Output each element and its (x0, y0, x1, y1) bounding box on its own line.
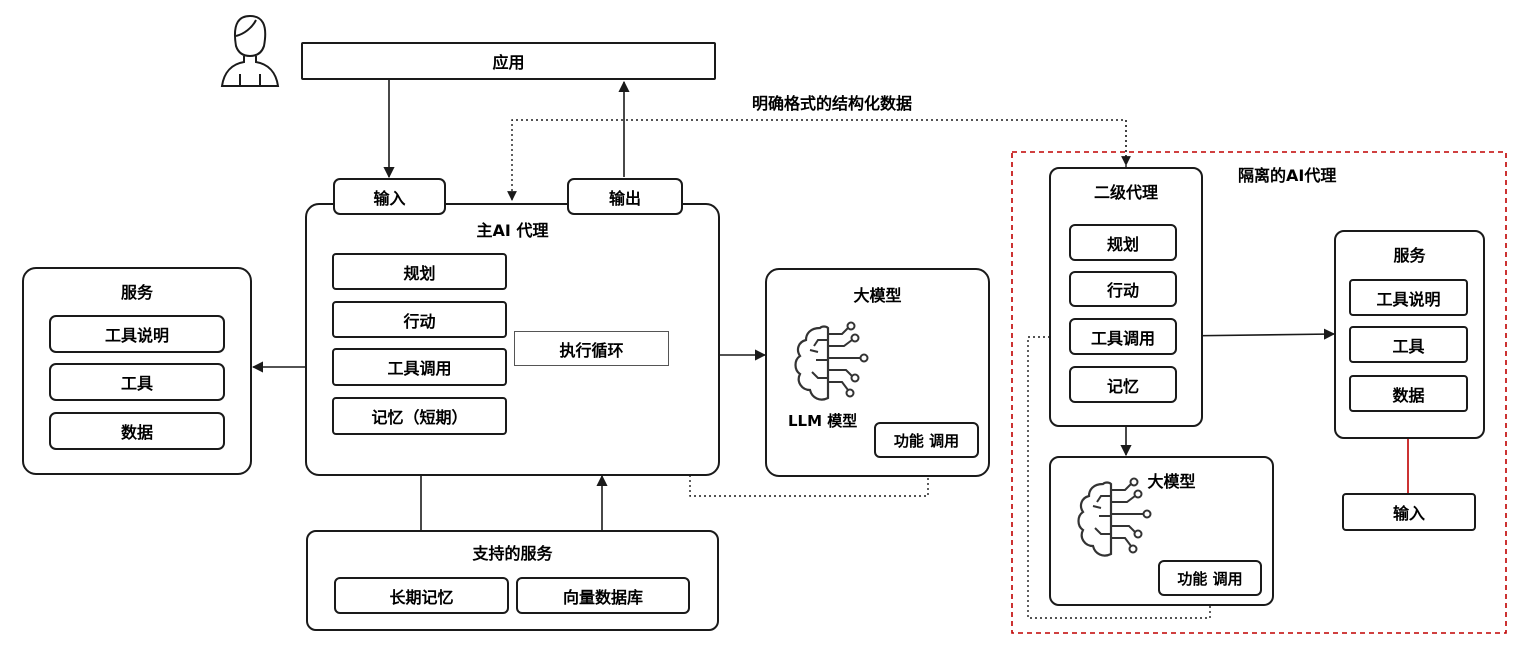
iso-function-call-box: 功能 调用 (1158, 560, 1262, 596)
services-left-tools: 工具 (49, 363, 225, 401)
sub-agent-title: 二级代理 (1093, 183, 1158, 202)
iso-llm-title: 大模型 (1147, 472, 1196, 491)
long-memory-box: 长期记忆 (334, 577, 509, 614)
main-agent-title: 主AI 代理 (476, 221, 549, 240)
arrow-iso-toolcall-to-services (1176, 328, 1336, 340)
app-box: 应用 (301, 42, 716, 80)
planning-box: 规划 (332, 253, 507, 290)
llm-main-title: 大模型 (853, 286, 902, 305)
iso-services-title: 服务 (1393, 246, 1426, 265)
exec-loop-box: 执行循环 (514, 331, 669, 366)
action-box: 行动 (332, 301, 507, 338)
user-icon (220, 14, 280, 87)
iso-data-box: 数据 (1349, 375, 1468, 412)
llm-model-label: LLM 模型 (788, 412, 858, 430)
services-left-data: 数据 (49, 412, 225, 450)
arrow-structured-data (507, 119, 1127, 201)
sub-memory-box: 记忆 (1069, 366, 1177, 403)
memory-short-box: 记忆（短期） (332, 397, 507, 435)
tool-call-box: 工具调用 (332, 348, 507, 386)
vector-db-box: 向量数据库 (516, 577, 690, 614)
structured-data-label: 明确格式的结构化数据 (752, 94, 913, 113)
services-left-tool-desc: 工具说明 (49, 315, 225, 353)
isolated-region-title: 隔离的AI代理 (1238, 166, 1337, 185)
services-left-title: 服务 (120, 283, 153, 302)
input-box: 输入 (333, 178, 446, 215)
brain-circuit-icon (794, 321, 869, 401)
iso-brain-circuit-icon (1077, 477, 1152, 557)
output-box: 输出 (567, 178, 683, 215)
sub-planning-box: 规划 (1069, 224, 1177, 261)
sub-tool-call-box: 工具调用 (1069, 318, 1177, 355)
support-services-title: 支持的服务 (472, 544, 553, 563)
isolated-region-border (1011, 151, 1507, 634)
sub-action-box: 行动 (1069, 271, 1177, 307)
iso-input-box: 输入 (1342, 493, 1476, 531)
iso-tools-box: 工具 (1349, 326, 1468, 363)
iso-tool-desc-box: 工具说明 (1349, 279, 1468, 316)
llm-function-call-box: 功能 调用 (874, 422, 979, 458)
